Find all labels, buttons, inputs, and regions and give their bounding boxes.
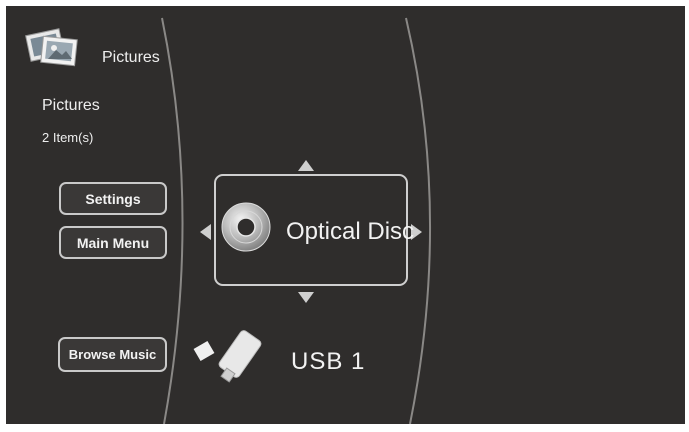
left-arrow-icon[interactable]: [200, 224, 211, 240]
settings-button[interactable]: Settings: [59, 182, 167, 215]
up-arrow-icon[interactable]: [298, 160, 314, 171]
folder-title: Pictures: [42, 97, 100, 114]
header-title: Pictures: [102, 49, 160, 66]
carousel-arc-guides: [161, 17, 432, 424]
usb-drive-icon[interactable]: [190, 324, 280, 388]
browse-music-button[interactable]: Browse Music: [58, 337, 167, 372]
selected-device-optical-disc[interactable]: [214, 174, 408, 286]
down-arrow-icon[interactable]: [298, 292, 314, 303]
optical-disc-label: Optical Disc: [286, 218, 415, 245]
optical-disc-icon: [221, 202, 271, 252]
pictures-icon: [25, 28, 78, 67]
item-count: 2 Item(s): [42, 130, 94, 145]
media-browser-screen: Pictures Pictures 2 Item(s) Settings Mai…: [6, 6, 685, 424]
usb-device-label[interactable]: USB 1: [291, 348, 366, 375]
right-arrow-icon[interactable]: [411, 224, 422, 240]
main-menu-button[interactable]: Main Menu: [59, 226, 167, 259]
